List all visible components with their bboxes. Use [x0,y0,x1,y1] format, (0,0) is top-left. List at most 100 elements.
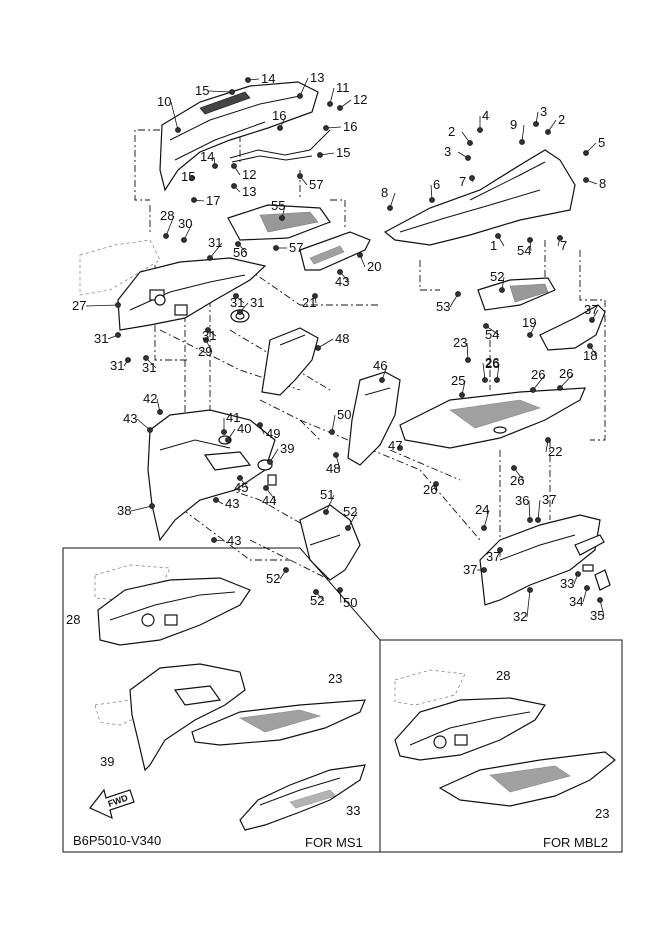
fastener-marker [345,525,351,531]
fastener-marker [225,437,231,443]
callout-label-7: 7 [459,174,466,189]
fastener-marker [297,93,303,99]
fastener-marker [213,497,219,503]
callout-label-30: 30 [178,216,192,231]
fastener-marker [495,233,501,239]
inner-panel-53 [477,277,556,311]
fastener-marker [584,585,590,591]
fastener-marker [499,287,505,293]
fastener-marker [233,293,239,299]
callout-label-8: 8 [381,185,388,200]
cowling-stay [229,129,331,163]
fastener-marker [277,125,283,131]
callout-label-17: 17 [206,193,220,208]
callout-label-44: 44 [262,493,276,508]
fastener-marker [115,302,121,308]
fastener-marker [237,475,243,481]
callout-label-26: 26 [510,473,524,488]
fastener-marker [497,547,503,553]
callout-label-32: 32 [513,609,527,624]
ghost-outline-left [79,239,161,296]
callout-label-43: 43 [227,533,241,548]
callout-label-51: 51 [320,487,334,502]
leader-line [559,373,574,389]
fastener-marker [465,357,471,363]
fastener-marker [583,150,589,156]
fastener-marker [147,427,153,433]
fastener-marker [545,129,551,135]
fastener-marker [527,517,533,523]
fastener-marker [589,317,595,323]
callout-label-5: 5 [598,135,605,150]
fastener-marker [545,437,551,443]
fastener-marker [477,127,483,133]
callout-label-26: 26 [485,355,499,370]
fastener-marker [465,155,471,161]
fastener-marker [221,429,227,435]
callout-label-35: 35 [590,608,604,623]
fastener-marker [481,525,487,531]
callout-label-52: 52 [490,269,504,284]
callout-label-8: 8 [599,176,606,191]
callout-label-33: 33 [560,576,574,591]
callout-label-7: 7 [560,238,567,253]
fastener-marker [397,445,403,451]
callout-label-3: 3 [444,144,451,159]
inset-mbl2-label-23: 23 [595,806,609,821]
leader-line [528,500,531,521]
fastener-marker [530,387,536,393]
fastener-marker [333,452,339,458]
inset-ms1-label-33: 33 [346,803,360,818]
fastener-marker [459,392,465,398]
leader-line [325,494,335,513]
callout-label-31: 31 [230,295,244,310]
callout-label-14: 14 [200,149,214,164]
callout-label-15: 15 [195,83,209,98]
fastener-marker [323,509,329,515]
leader-line [209,242,223,259]
fastener-marker [433,481,439,487]
callout-label-27: 27 [72,298,86,313]
callout-label-46: 46 [373,358,387,373]
fastener-marker [237,309,243,315]
fwd-arrow-icon [89,788,135,820]
fastener-marker [312,293,318,299]
fastener-marker [482,377,488,383]
fastener-marker [229,89,235,95]
callout-label-37: 37 [542,492,556,507]
inset-ms1-caption: FOR MS1 [305,835,363,850]
inset-ms1-label-39: 39 [100,754,114,769]
callout-label-37: 37 [486,549,500,564]
fastener-marker [257,422,263,428]
fastener-marker [527,237,533,243]
fastener-marker [494,377,500,383]
callout-label-3: 3 [540,104,547,119]
fastener-marker [163,233,169,239]
fastener-marker [313,589,319,595]
inset-mbl2-label-28: 28 [496,668,510,683]
leader-line [165,215,175,237]
callout-label-37: 37 [463,562,477,577]
inner-bracket-21 [299,231,371,271]
fastener-marker [235,241,241,247]
callout-label-52: 52 [266,571,280,586]
callout-label-57: 57 [289,240,303,255]
inset-ms1-label-28: 28 [66,612,80,627]
fastener-marker [315,345,321,351]
fastener-marker [263,485,269,491]
callout-label-37: 37 [584,302,598,317]
callout-label-39: 39 [280,441,294,456]
leader-line [483,509,490,529]
leader-line [317,338,334,349]
fastener-marker [279,215,285,221]
inset-frame [62,547,623,853]
fastener-marker [191,197,197,203]
leader-line [537,499,541,521]
assembly-guide-lines [134,129,606,581]
callout-label-12: 12 [242,167,256,182]
callout-label-55: 55 [271,198,285,213]
fastener-marker [583,177,589,183]
callout-label-16: 16 [343,119,357,134]
bracket-47 [347,371,401,466]
